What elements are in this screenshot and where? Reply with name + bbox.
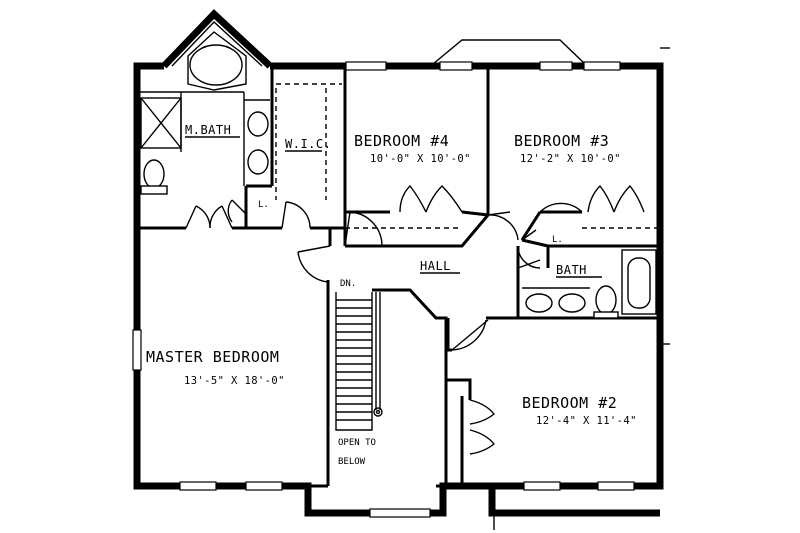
label-linen-master: L.: [258, 200, 269, 210]
label-bedroom-3-size: 12'-2" X 10'-0": [520, 153, 621, 165]
label-stair-down: DN.: [340, 279, 356, 289]
interior-walls: [137, 66, 660, 488]
doors: [185, 184, 645, 455]
label-hall: HALL: [420, 259, 451, 273]
staircase: [335, 292, 383, 431]
label-bedroom-2: BEDROOM #2: [522, 394, 617, 412]
label-bedroom-4-size: 10'-0" X 10'-0": [370, 153, 471, 165]
label-master-bath: M.BATH: [185, 123, 231, 137]
label-walk-in-closet: W.I.C.: [285, 137, 331, 151]
bay-windows: [171, 21, 670, 530]
windows: [132, 61, 635, 518]
labels: M.BATH W.I.C. L. BEDROOM #4 10'-0" X 10'…: [146, 123, 637, 467]
label-master-bedroom: MASTER BEDROOM: [146, 348, 279, 366]
exterior-walls: [133, 9, 664, 517]
label-master-bedroom-size: 13'-5" X 18'-0": [184, 375, 285, 387]
label-bath: BATH: [556, 263, 587, 277]
label-linen-hall: L.: [552, 235, 563, 245]
label-open-to-below-1: OPEN TO: [338, 438, 376, 448]
master-bath-fixtures: [137, 31, 270, 195]
label-open-to-below-2: BELOW: [338, 457, 366, 467]
closet-shelves: [275, 83, 660, 229]
hall-bath-fixtures: [522, 249, 657, 319]
label-bedroom-2-size: 12'-4" X 11'-4": [536, 415, 637, 427]
label-bedroom-4: BEDROOM #4: [354, 132, 449, 150]
label-bedroom-3: BEDROOM #3: [514, 132, 609, 150]
